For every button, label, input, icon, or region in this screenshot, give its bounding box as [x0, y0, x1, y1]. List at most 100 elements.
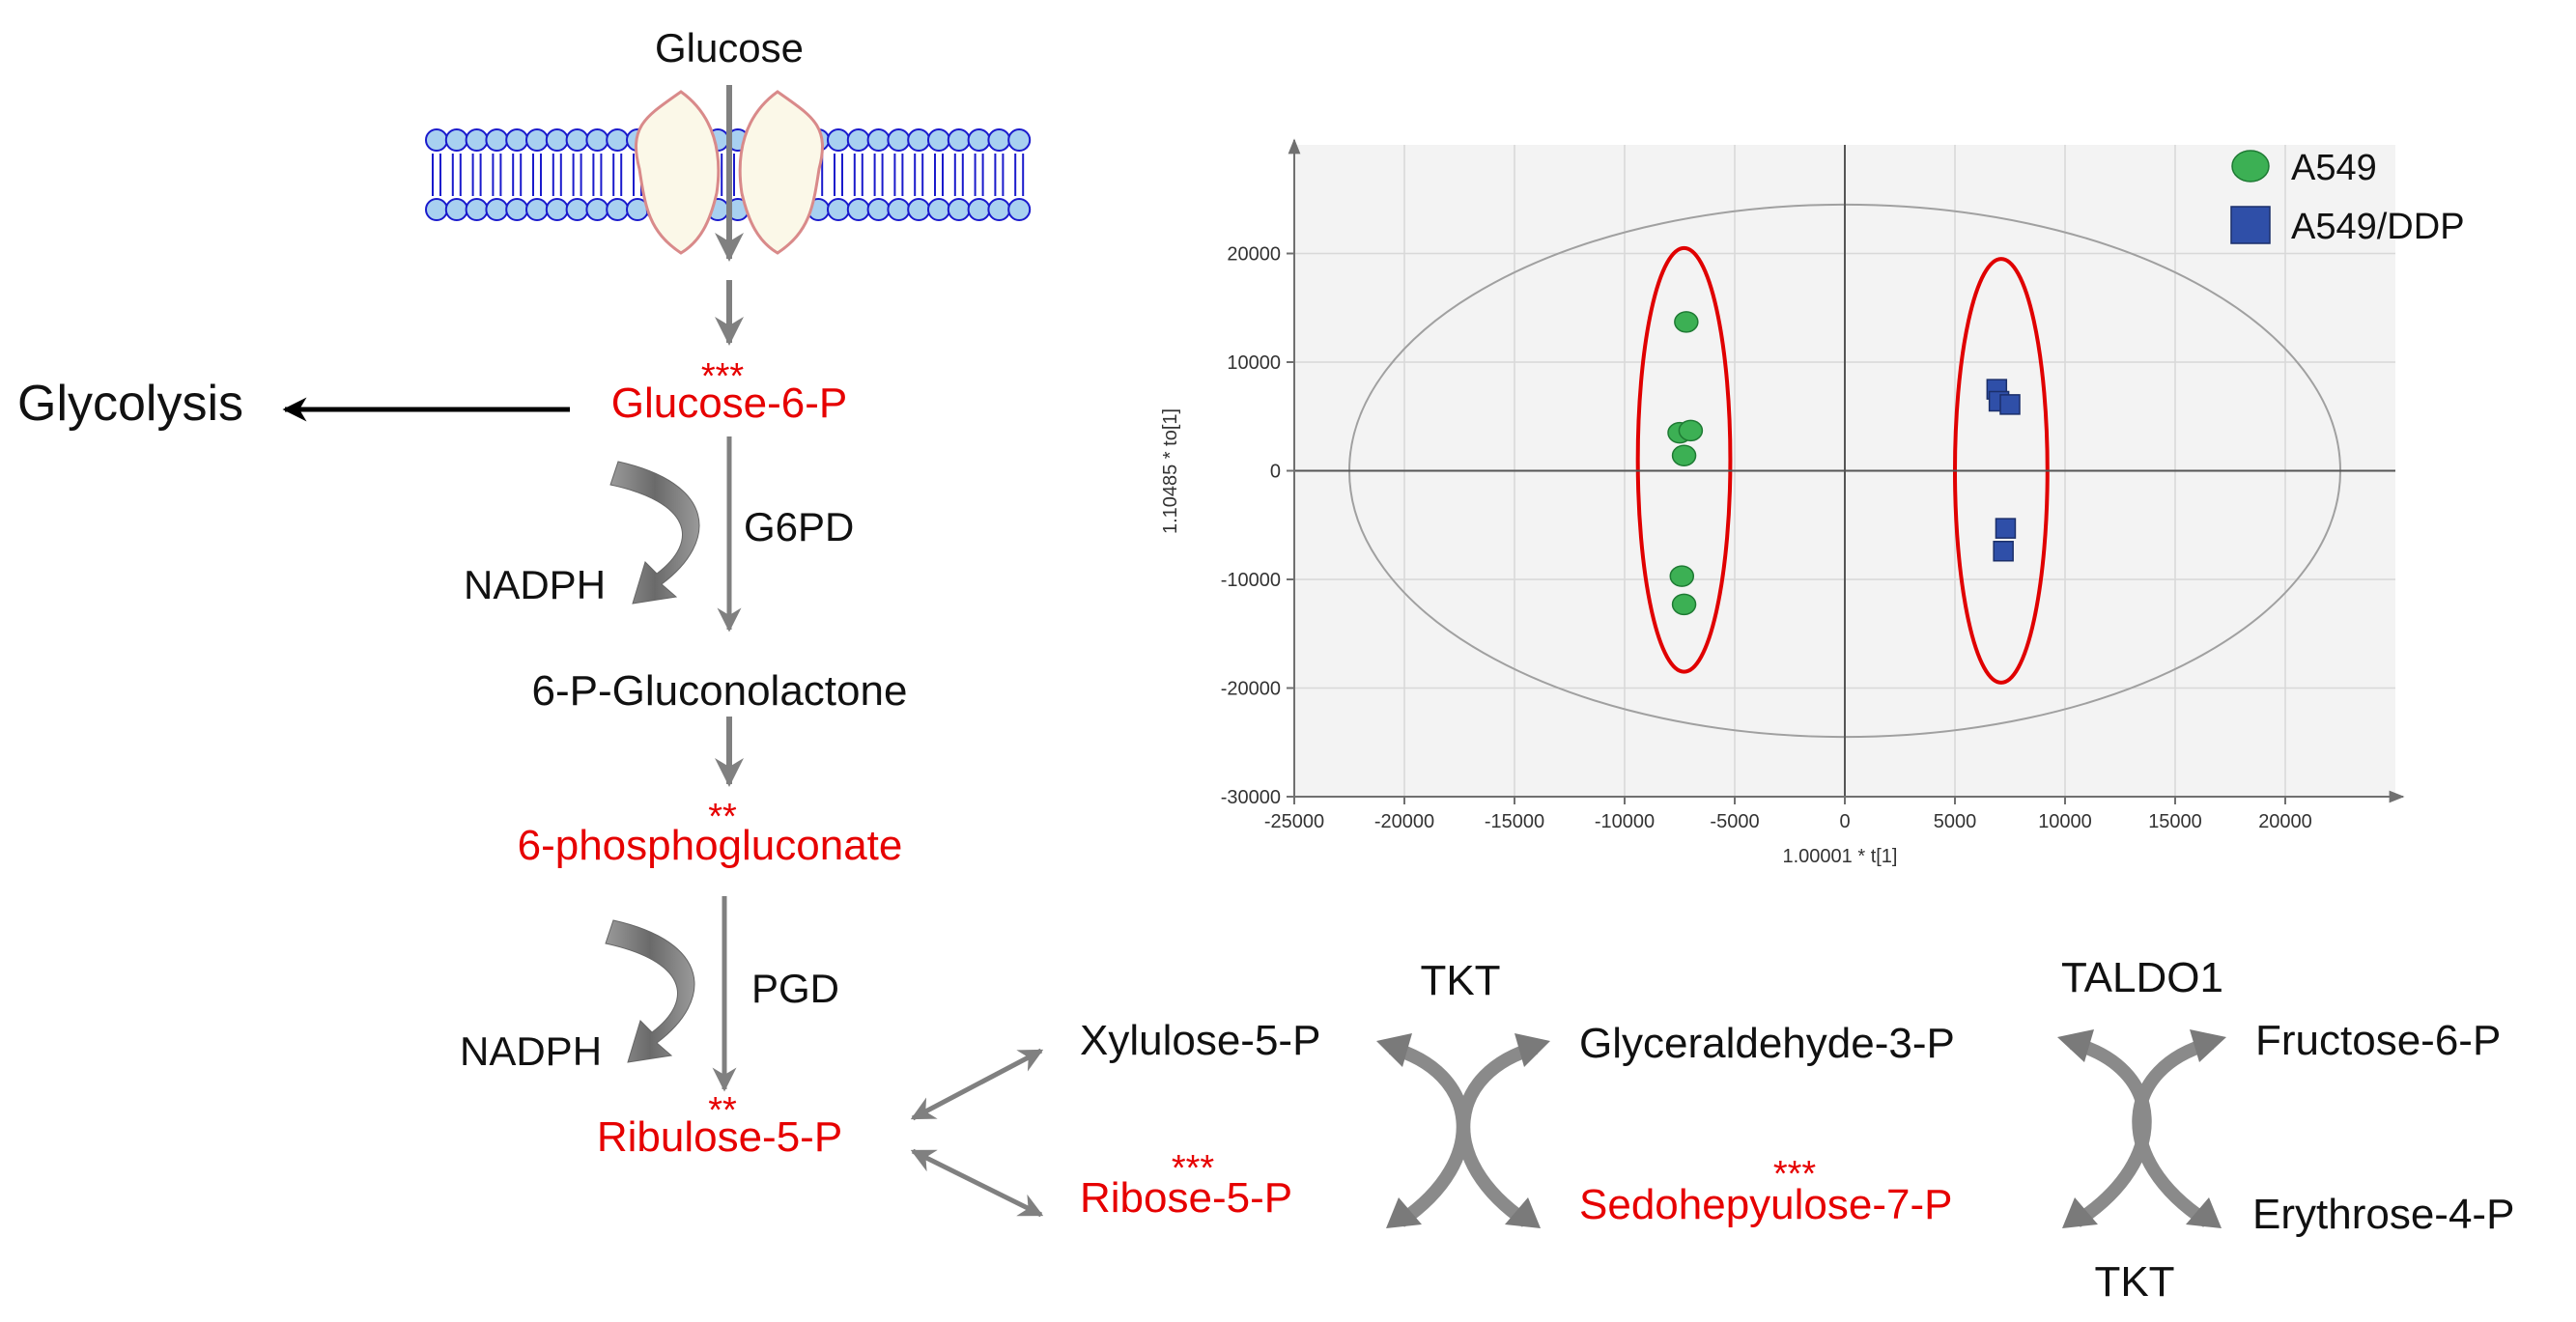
gluconolactone-label: 6-P-Gluconolactone	[532, 667, 908, 715]
lipid-head	[927, 128, 950, 152]
lipid-head	[947, 198, 971, 221]
glucose-6-p-sig: ***	[701, 356, 745, 397]
glucose-label: Glucose	[655, 25, 804, 70]
x-tick-label: -20000	[1374, 811, 1434, 832]
fructose-6-p-label: Fructose-6-P	[2255, 1017, 2501, 1064]
nadph-curved-arrow-1	[609, 461, 700, 605]
plot-ticks: -25000 -20000 -15000 -10000 -5000 0 5000 10000 1…	[1221, 244, 2312, 833]
y-axis-label: 1.10485 * to[1]	[1160, 408, 1181, 534]
lipid-head	[505, 198, 529, 221]
glyceraldehyde-3-p-label: Glyceraldehyde-3-P	[1579, 1020, 1955, 1067]
lipid-head	[465, 198, 489, 221]
lipid-head	[866, 198, 891, 221]
lipid-head	[887, 128, 911, 152]
y-tick-label: -30000	[1221, 787, 1281, 808]
point-a549	[1678, 419, 1704, 442]
x-tick-label: 5000	[1934, 811, 1977, 832]
phosphogluconate-sig: **	[708, 797, 737, 837]
x-tick-label: 0	[1839, 811, 1850, 832]
cluster-ellipse	[1635, 245, 1733, 674]
lipid-head	[585, 128, 609, 152]
point-a549	[1669, 565, 1695, 587]
x-tick-label: -25000	[1264, 811, 1324, 832]
lipid-head	[565, 128, 589, 152]
phosphogluconate-label: 6-phosphogluconate	[518, 822, 903, 869]
taldo1-label: TALDO1	[2061, 954, 2223, 1001]
lipid-head	[606, 128, 630, 152]
plot-points	[1667, 311, 2021, 616]
legend-marker-a549	[2231, 150, 2270, 183]
lipid-head	[927, 198, 950, 221]
xylulose-5-p-label: Xylulose-5-P	[1080, 1017, 1320, 1064]
glucose-6-p-label: Glucose-6-P	[611, 380, 848, 427]
lipid-head	[505, 128, 529, 152]
lipid-head	[525, 198, 549, 221]
erythrose-4-p-label: Erythrose-4-P	[2252, 1191, 2514, 1238]
lipid-head	[425, 128, 448, 152]
point-a549-ddp	[1995, 518, 2017, 539]
point-a549	[1674, 311, 1699, 333]
lipid-head	[827, 128, 850, 152]
lipid-head	[444, 198, 468, 221]
lipid-head	[846, 198, 870, 221]
lipid-head	[1007, 128, 1032, 152]
lipid-head	[967, 128, 991, 152]
lipid-head	[907, 128, 931, 152]
y-tick-label: 10000	[1227, 352, 1281, 374]
lipid-head	[545, 198, 569, 221]
point-a549-ddp	[1999, 394, 2021, 415]
lipid-head	[947, 128, 971, 152]
score-plot: -25000 -20000 -15000 -10000 -5000 0 5000 10000 1…	[1160, 138, 2465, 867]
legend-marker-a549-ddp	[2230, 206, 2271, 244]
point-a549	[1671, 444, 1697, 466]
point-a549	[1671, 593, 1697, 616]
lipid-head	[606, 198, 630, 221]
y-tick-label: 20000	[1227, 244, 1281, 266]
tkt-bottom-label: TKT	[2094, 1258, 2174, 1306]
x-tick-label: -10000	[1595, 811, 1655, 832]
lipid-head	[827, 198, 850, 221]
lipid-head	[465, 128, 489, 152]
lipid-head	[565, 198, 589, 221]
tkt-crossing-arrows	[1376, 1033, 1550, 1228]
lipid-head	[545, 128, 569, 152]
lipid-head	[525, 128, 549, 152]
x-tick-label: 10000	[2038, 811, 2092, 832]
glucose-transporter	[635, 90, 824, 255]
nadph-curved-arrow-2	[605, 919, 695, 1063]
sedoheptulose-7-p-sig: ***	[1773, 1154, 1817, 1195]
lipid-head	[485, 128, 509, 152]
glycolysis-label: Glycolysis	[17, 376, 243, 432]
lipid-head	[887, 198, 911, 221]
lipid-head	[846, 128, 870, 152]
ribulose-5-p-sig: **	[708, 1090, 737, 1131]
legend: A549 A549/DDP	[2230, 148, 2465, 247]
pathway-panel: Glucose *** Glucose-6-P Glycolysis G6PD …	[17, 25, 2514, 1306]
lipid-head	[485, 198, 509, 221]
lipid-head	[1007, 198, 1032, 221]
ribose-5-p-label: Ribose-5-P	[1080, 1174, 1292, 1222]
ribulose-xylulose-arrow	[910, 1048, 1044, 1121]
nadph-label-2: NADPH	[460, 1028, 602, 1074]
lipid-head	[866, 128, 891, 152]
nadph-label-1: NADPH	[464, 562, 606, 607]
sedoheptulose-7-p-label: Sedohepyulose-7-P	[1579, 1181, 1952, 1228]
y-tick-label: -20000	[1221, 679, 1281, 700]
x-tick-label: -5000	[1710, 811, 1759, 832]
ribulose-ribose-arrow	[910, 1148, 1044, 1218]
ribose-5-p-sig: ***	[1172, 1148, 1215, 1189]
lipid-head	[907, 198, 931, 221]
ribulose-5-p-label: Ribulose-5-P	[597, 1113, 842, 1161]
lipid-head	[425, 198, 448, 221]
lipid-head	[585, 198, 609, 221]
plot-axes	[1288, 138, 2405, 803]
legend-label-a549-ddp: A549/DDP	[2291, 207, 2465, 247]
x-tick-label: 20000	[2258, 811, 2312, 832]
legend-label-a549: A549	[2291, 148, 2377, 188]
x-tick-label: -15000	[1485, 811, 1544, 832]
y-tick-label: 0	[1270, 462, 1281, 483]
pgd-label: PGD	[751, 966, 839, 1011]
g6pd-label: G6PD	[744, 504, 854, 549]
taldo1-crossing-arrows	[2057, 1029, 2226, 1228]
